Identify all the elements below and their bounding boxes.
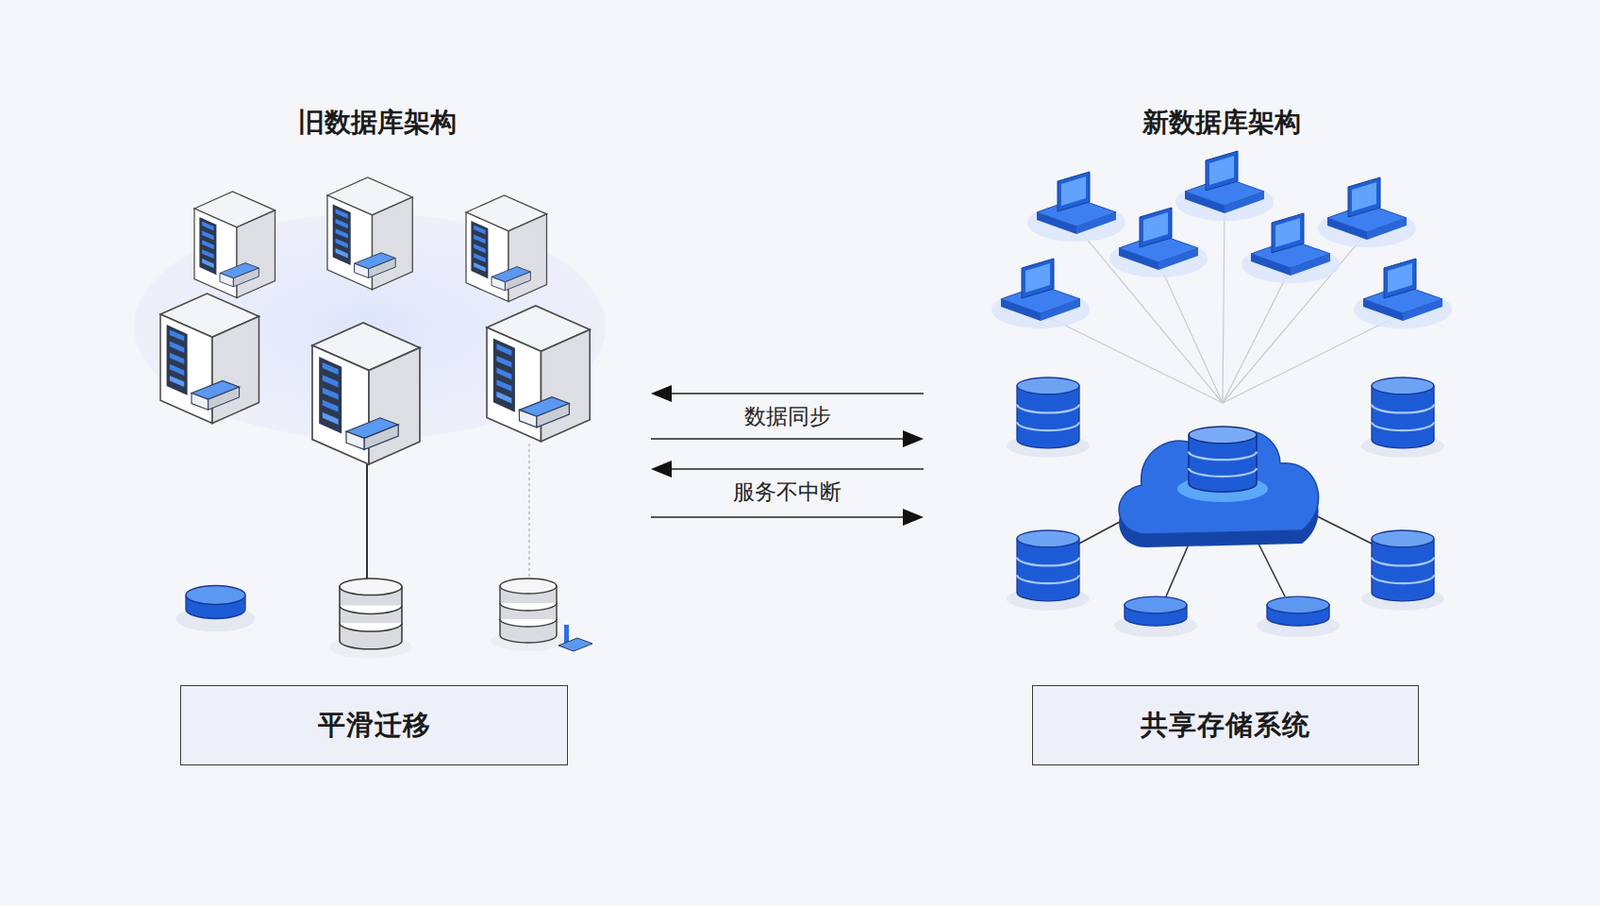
group-heading: 旧数据库架构 [103,105,651,140]
link-line [366,464,368,580]
edge-label: 数据同步 [744,401,832,432]
arrow-head [902,508,924,526]
process-box: 共享存储系统 [1032,684,1419,766]
architecture-group: 旧数据库架构 [103,105,651,663]
database [1361,377,1445,458]
arrow-line [650,516,905,518]
database [176,585,256,633]
arrow-line [669,392,924,395]
box-label: 共享存储系统 [1140,706,1311,745]
computer [1175,150,1274,221]
sync-arrow [650,508,924,526]
computer [1317,177,1417,248]
link-line [528,443,531,580]
computer [991,258,1090,329]
database [1114,596,1198,637]
database [1361,530,1445,611]
database [1006,530,1090,611]
arrow-head [650,384,672,402]
database [490,578,567,651]
sync-arrow [650,430,924,448]
server [312,322,420,465]
group-heading: 新数据库架构 [923,105,1520,140]
server [194,191,276,299]
arrow-line [650,437,905,440]
process-box: 平滑迁移 [180,684,568,766]
arrow-head [650,460,672,478]
computer [1241,213,1340,284]
architecture-group: 新数据库架构 [923,105,1520,663]
server [327,177,413,290]
database [329,578,413,659]
small-device [558,624,593,651]
box-label: 平滑迁移 [317,706,432,745]
sync-arrow [650,384,924,402]
server [160,293,260,424]
sync-arrow [650,460,924,478]
computer [1109,207,1208,278]
arrow-head [902,430,924,448]
database [1006,377,1090,458]
computer [1353,258,1452,329]
edge-label: 服务不中断 [733,477,842,507]
database [1256,596,1340,637]
arrow-line [669,467,924,470]
computer [1027,171,1126,242]
server [466,195,548,302]
cloud [1118,426,1318,548]
server [486,305,590,442]
